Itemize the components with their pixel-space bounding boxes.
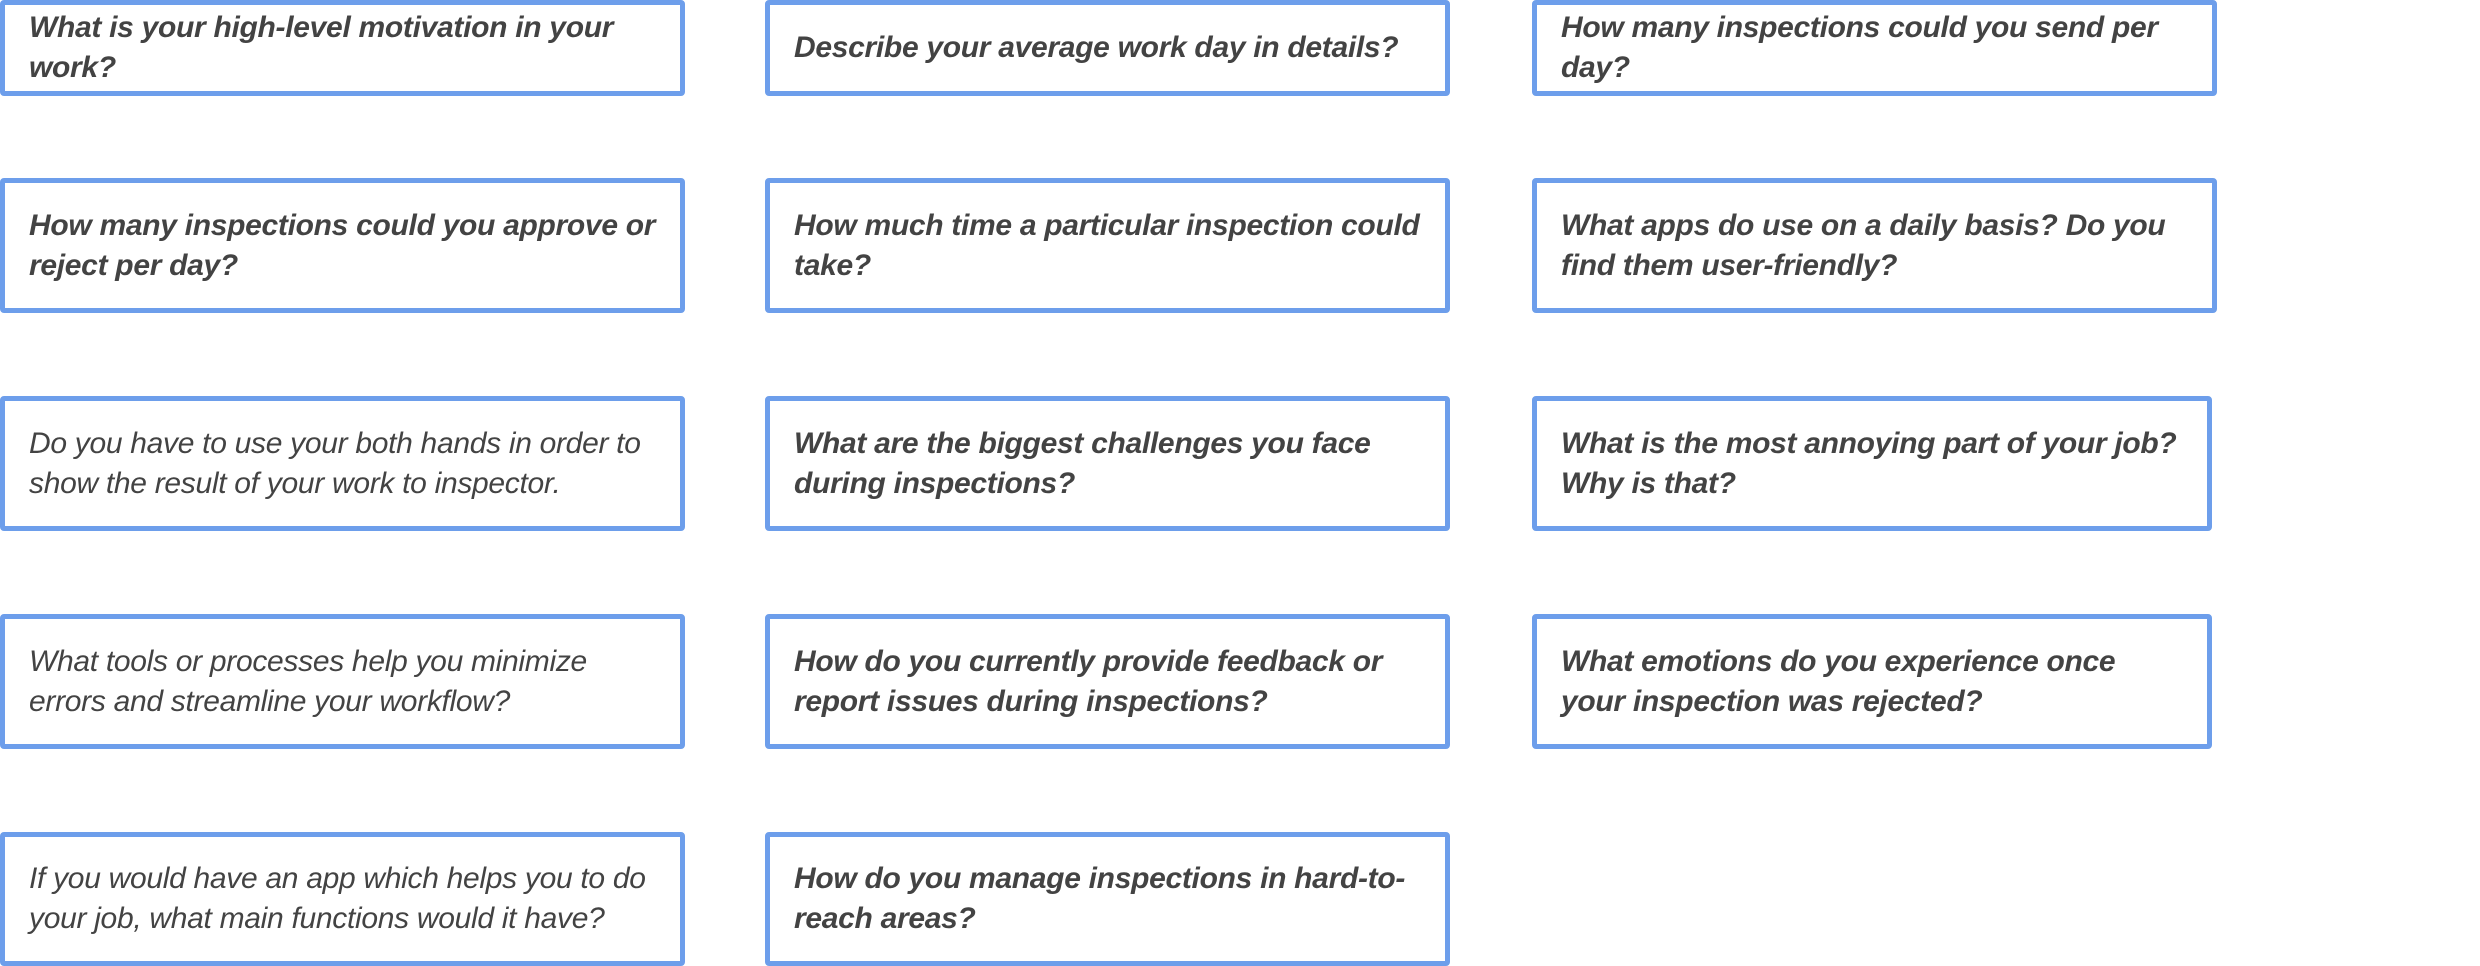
question-card-daily-apps: What apps do use on a daily basis? Do yo…	[1532, 178, 2217, 313]
question-text: How do you currently provide feedback or…	[794, 644, 1383, 718]
question-text: What emotions do you experience once you…	[1561, 644, 2116, 718]
question-text: What apps do use on a daily basis? Do yo…	[1561, 208, 2166, 282]
question-card-feedback: How do you currently provide feedback or…	[765, 614, 1450, 749]
question-text: How many inspections could you approve o…	[29, 208, 656, 282]
question-card-inspections-sent: How many inspections could you send per …	[1532, 0, 2217, 96]
question-card-challenges: What are the biggest challenges you face…	[765, 396, 1450, 531]
question-text: Do you have to use your both hands in or…	[29, 426, 641, 500]
question-text: How do you manage inspections in hard-to…	[794, 862, 1406, 935]
question-card-inspection-time: How much time a particular inspection co…	[765, 178, 1450, 313]
question-text: What are the biggest challenges you face…	[794, 426, 1371, 500]
question-card-approve-reject: How many inspections could you approve o…	[0, 178, 685, 313]
question-card-tools-processes: What tools or processes help you minimiz…	[0, 614, 685, 749]
question-card-annoying-part: What is the most annoying part of your j…	[1532, 396, 2212, 531]
question-text: What tools or processes help you minimiz…	[29, 644, 587, 718]
question-card-motivation: What is your high-level motivation in yo…	[0, 0, 685, 96]
question-card-app-functions: If you would have an app which helps you…	[0, 832, 685, 966]
question-card-hard-to-reach: How do you manage inspections in hard-to…	[765, 832, 1450, 966]
question-text: If you would have an app which helps you…	[29, 862, 646, 935]
question-text: How many inspections could you send per …	[1561, 11, 2158, 84]
question-text: What is your high-level motivation in yo…	[29, 11, 614, 84]
question-text: How much time a particular inspection co…	[794, 208, 1420, 282]
question-card-emotions: What emotions do you experience once you…	[1532, 614, 2212, 749]
question-card-both-hands: Do you have to use your both hands in or…	[0, 396, 685, 531]
question-text: Describe your average work day in detail…	[794, 31, 1399, 64]
question-card-work-day: Describe your average work day in detail…	[765, 0, 1450, 96]
question-text: What is the most annoying part of your j…	[1561, 426, 2177, 500]
